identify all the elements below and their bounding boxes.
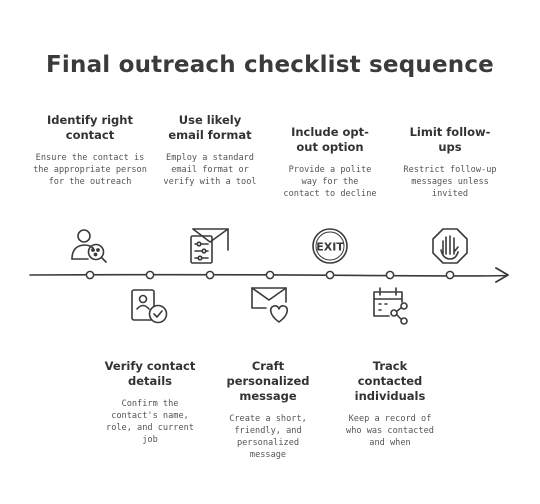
timeline-node — [325, 270, 335, 280]
step-limit-follow-ups: Limit follow-ups Restrict follow-up mess… — [400, 125, 500, 200]
step-description: Ensure the contact is the appropriate pe… — [33, 153, 147, 187]
step-description: Restrict follow-up messages unless invit… — [403, 165, 497, 199]
step-heading: Include opt-out option — [291, 125, 369, 154]
stop-hand-icon — [432, 228, 468, 264]
person-search-icon — [71, 229, 107, 263]
step-heading: Track contacted individuals — [354, 359, 426, 403]
timeline-node — [445, 270, 455, 280]
timeline-nodes — [85, 270, 455, 280]
timeline-node — [265, 270, 275, 280]
step-identify-right-contact: Identify right contact Ensure the contac… — [30, 113, 150, 188]
step-include-opt-out-option: Include opt-out option Provide a polite … — [282, 125, 378, 200]
timeline-node — [385, 270, 395, 280]
step-heading: Verify contact details — [104, 359, 196, 388]
exit-sign-text: EXIT — [316, 241, 344, 254]
step-description: Confirm the contact's name, role, and cu… — [106, 399, 194, 445]
step-track-contacted-individuals: Track contacted individuals Keep a recor… — [340, 359, 440, 449]
step-description: Employ a standard email format or verify… — [163, 153, 257, 187]
step-description: Provide a polite way for the contact to … — [283, 165, 377, 199]
calendar-share-icon — [373, 287, 408, 325]
mail-heart-icon — [251, 287, 289, 323]
step-heading: Identify right contact — [47, 113, 133, 142]
exit-sign-icon: EXIT — [312, 228, 348, 264]
step-craft-personalized-message: Craft personalized message Create a shor… — [220, 359, 316, 461]
step-description: Create a short, friendly, and personaliz… — [229, 414, 307, 460]
email-settings-icon — [190, 228, 229, 264]
step-description: Keep a record of who was contacted and w… — [346, 414, 434, 448]
timeline-node — [205, 270, 215, 280]
timeline-node — [145, 270, 155, 280]
step-verify-contact-details: Verify contact details Confirm the conta… — [98, 359, 202, 446]
step-heading: Use likely email format — [168, 113, 252, 142]
timeline-node — [85, 270, 95, 280]
id-check-icon — [131, 289, 168, 324]
diagram-title: Final outreach checklist sequence — [46, 52, 494, 78]
step-heading: Limit follow-ups — [409, 125, 491, 154]
step-use-likely-email-format: Use likely email format Employ a standar… — [160, 113, 260, 188]
step-heading: Craft personalized message — [226, 359, 310, 403]
